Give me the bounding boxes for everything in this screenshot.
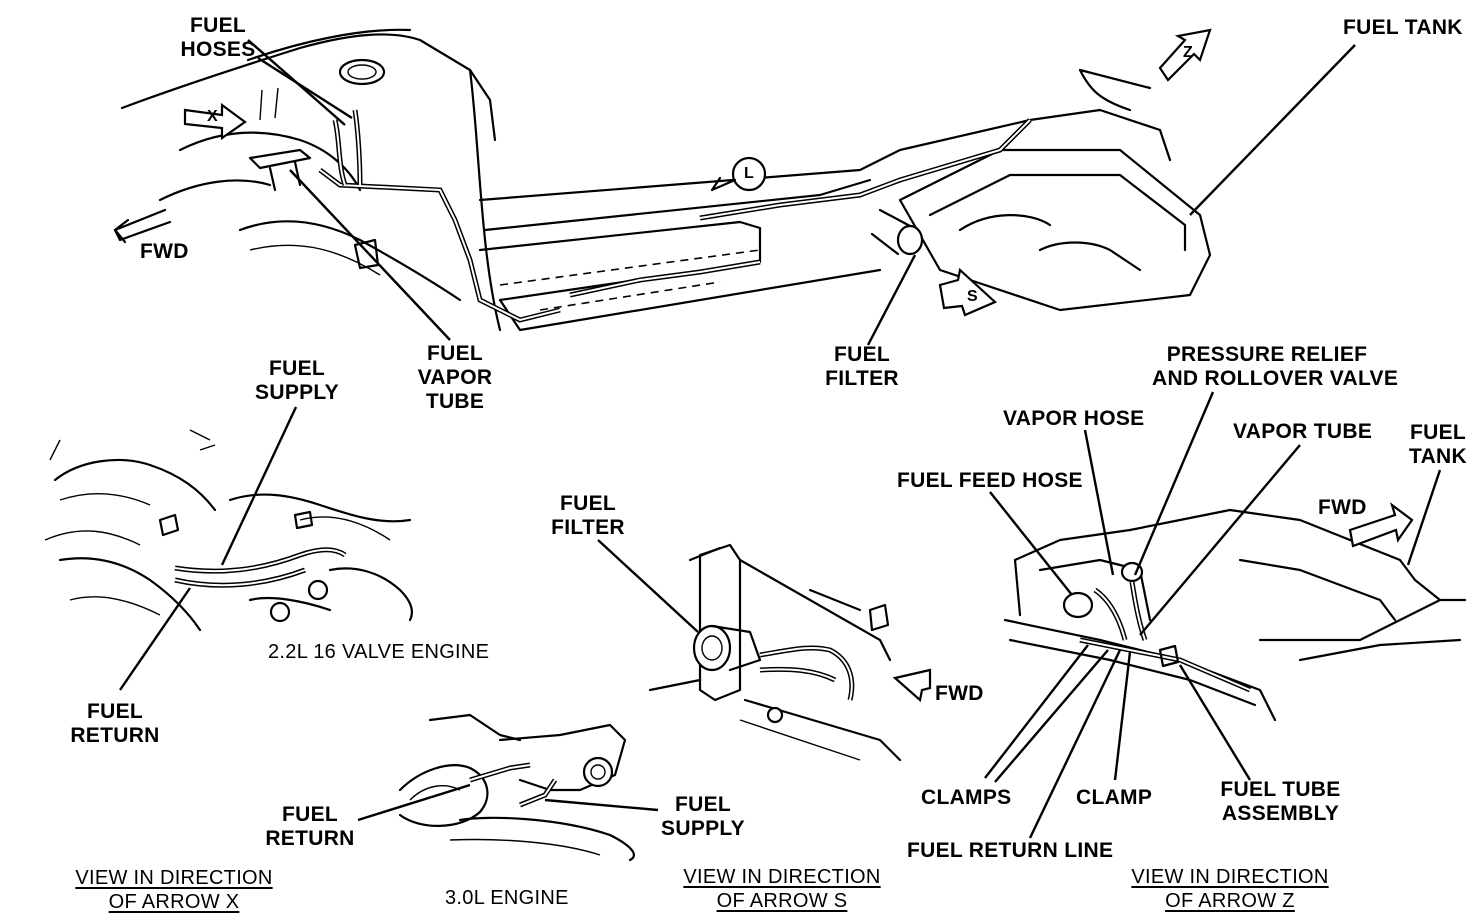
- caption-view-x: VIEW IN DIRECTION OF ARROW X: [75, 867, 273, 913]
- view-x-30l-engine: [357, 713, 659, 862]
- label-fuel-filter-s: FUEL FILTER: [551, 492, 625, 539]
- label-engine-30: 3.0L ENGINE: [445, 887, 569, 909]
- label-fuel-vapor-tube: FUEL VAPOR TUBE: [417, 342, 493, 413]
- arrow-tag-x: X: [207, 108, 218, 125]
- label-fwd-s: FWD: [935, 682, 984, 705]
- main-underbody-view: [113, 28, 1356, 346]
- label-fuel-hoses: FUEL HOSES: [180, 14, 256, 61]
- label-fuel-supply-x: FUEL SUPPLY: [255, 357, 339, 404]
- label-fuel-feed-hose: FUEL FEED HOSE: [897, 469, 1083, 492]
- label-vapor-tube: VAPOR TUBE: [1233, 420, 1373, 443]
- label-fuel-filter-main: FUEL FILTER: [825, 343, 899, 390]
- arrow-tag-l: L: [744, 165, 754, 182]
- label-fwd-z: FWD: [1318, 496, 1367, 519]
- view-s-fuel-filter: [597, 539, 932, 762]
- arrow-tag-z: Z: [1183, 44, 1193, 61]
- caption-view-z: VIEW IN DIRECTION OF ARROW Z: [1131, 866, 1329, 912]
- label-fuel-tank-main: FUEL TANK: [1343, 16, 1463, 39]
- view-z-tank: [984, 391, 1467, 839]
- label-fwd-main: FWD: [140, 240, 189, 263]
- label-clamp: CLAMP: [1076, 786, 1153, 809]
- arrow-tag-s: S: [967, 288, 978, 305]
- label-fuel-return-line: FUEL RETURN LINE: [907, 839, 1114, 862]
- label-fuel-return-30: FUEL RETURN: [265, 803, 355, 850]
- label-fuel-return-x: FUEL RETURN: [70, 700, 160, 747]
- label-fuel-tank-z: FUEL TANK: [1409, 421, 1467, 468]
- caption-view-s: VIEW IN DIRECTION OF ARROW S: [683, 866, 881, 912]
- label-fuel-supply-30: FUEL SUPPLY: [661, 793, 745, 840]
- label-engine-22: 2.2L 16 VALVE ENGINE: [268, 641, 490, 663]
- label-clamps: CLAMPS: [921, 786, 1012, 809]
- label-fuel-tube-assembly: FUEL TUBE ASSEMBLY: [1220, 778, 1341, 825]
- label-vapor-hose: VAPOR HOSE: [1003, 407, 1145, 430]
- label-pressure-relief-valve: PRESSURE RELIEF AND ROLLOVER VALVE: [1152, 343, 1399, 390]
- view-x-22l-engine: [44, 406, 414, 691]
